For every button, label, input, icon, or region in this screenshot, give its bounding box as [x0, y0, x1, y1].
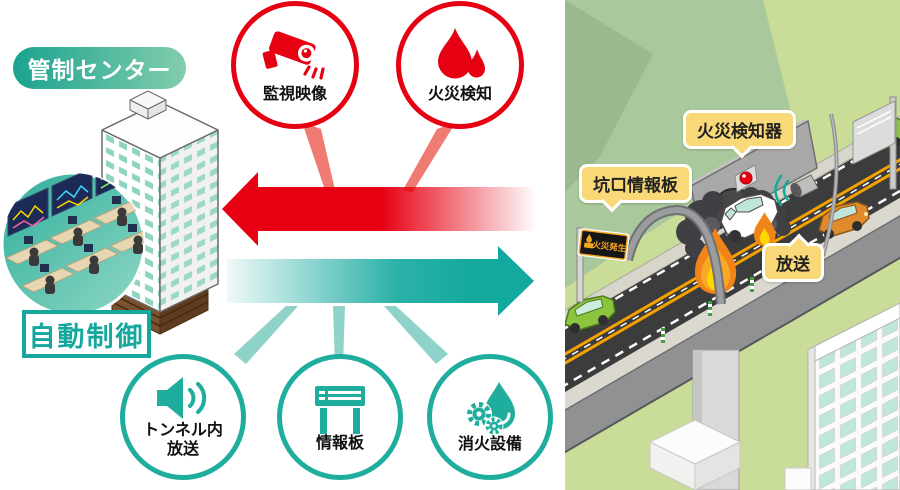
- tunnel-scene-illustration: 火災発生: [565, 0, 900, 490]
- circle-label: 監視映像: [262, 85, 327, 103]
- outgoing-control-arrow: [227, 246, 534, 316]
- broadcast-label: 放送: [762, 233, 824, 282]
- control-center-badge: 管制センター: [13, 47, 186, 89]
- circle-label: 消火設備: [457, 435, 522, 453]
- circle-label: 情報板: [315, 434, 364, 452]
- control-room-inset: [0, 171, 146, 317]
- gear-large: [466, 400, 492, 427]
- cctv-camera-icon: [262, 30, 325, 80]
- fire-detector-label: 火災検知器: [683, 110, 796, 159]
- pillar-shade: [693, 350, 702, 490]
- water-drop-gears-icon: [466, 381, 515, 435]
- circle-label-line2: 放送: [166, 441, 199, 458]
- auto-control-badge: 自動制御: [22, 310, 151, 358]
- incoming-data-arrow: [222, 172, 534, 246]
- signal-pointers-in: [302, 122, 456, 193]
- city-building: [784, 302, 900, 490]
- circle-label: トンネル内: [143, 422, 223, 440]
- gear-small: [484, 416, 504, 435]
- portal-arch-ribs: [623, 113, 839, 305]
- center-line-1: [565, 158, 900, 356]
- info-board-circle: 情報板: [277, 354, 403, 480]
- portal-sign-text: 火災発生: [592, 239, 627, 253]
- monitor-video-circle: 監視映像: [231, 1, 359, 129]
- loudspeaker-icon: [157, 377, 207, 420]
- signal-pointers-out: [234, 306, 448, 366]
- flame-icon: [437, 27, 485, 79]
- car-green-rear: [565, 295, 616, 333]
- portal-board-label: 坑口情報板: [579, 164, 692, 213]
- tunnel-loudspeaker: [774, 174, 819, 207]
- fire-detection-circle: 火災検知: [396, 1, 524, 129]
- edge-line-near: [565, 189, 900, 387]
- fire-detector-device: [734, 164, 758, 193]
- roadside-info-board: [852, 96, 897, 190]
- utility-box: [648, 419, 742, 490]
- portal-sign: 火災発生: [576, 227, 630, 303]
- tunnel-broadcast-circle: トンネル内 放送: [120, 354, 246, 480]
- info-board-icon: [315, 385, 365, 434]
- circle-label: 火災検知: [427, 85, 492, 103]
- control-flow-panel: [0, 90, 534, 366]
- fire-extinguish-circle: 消火設備: [427, 354, 553, 480]
